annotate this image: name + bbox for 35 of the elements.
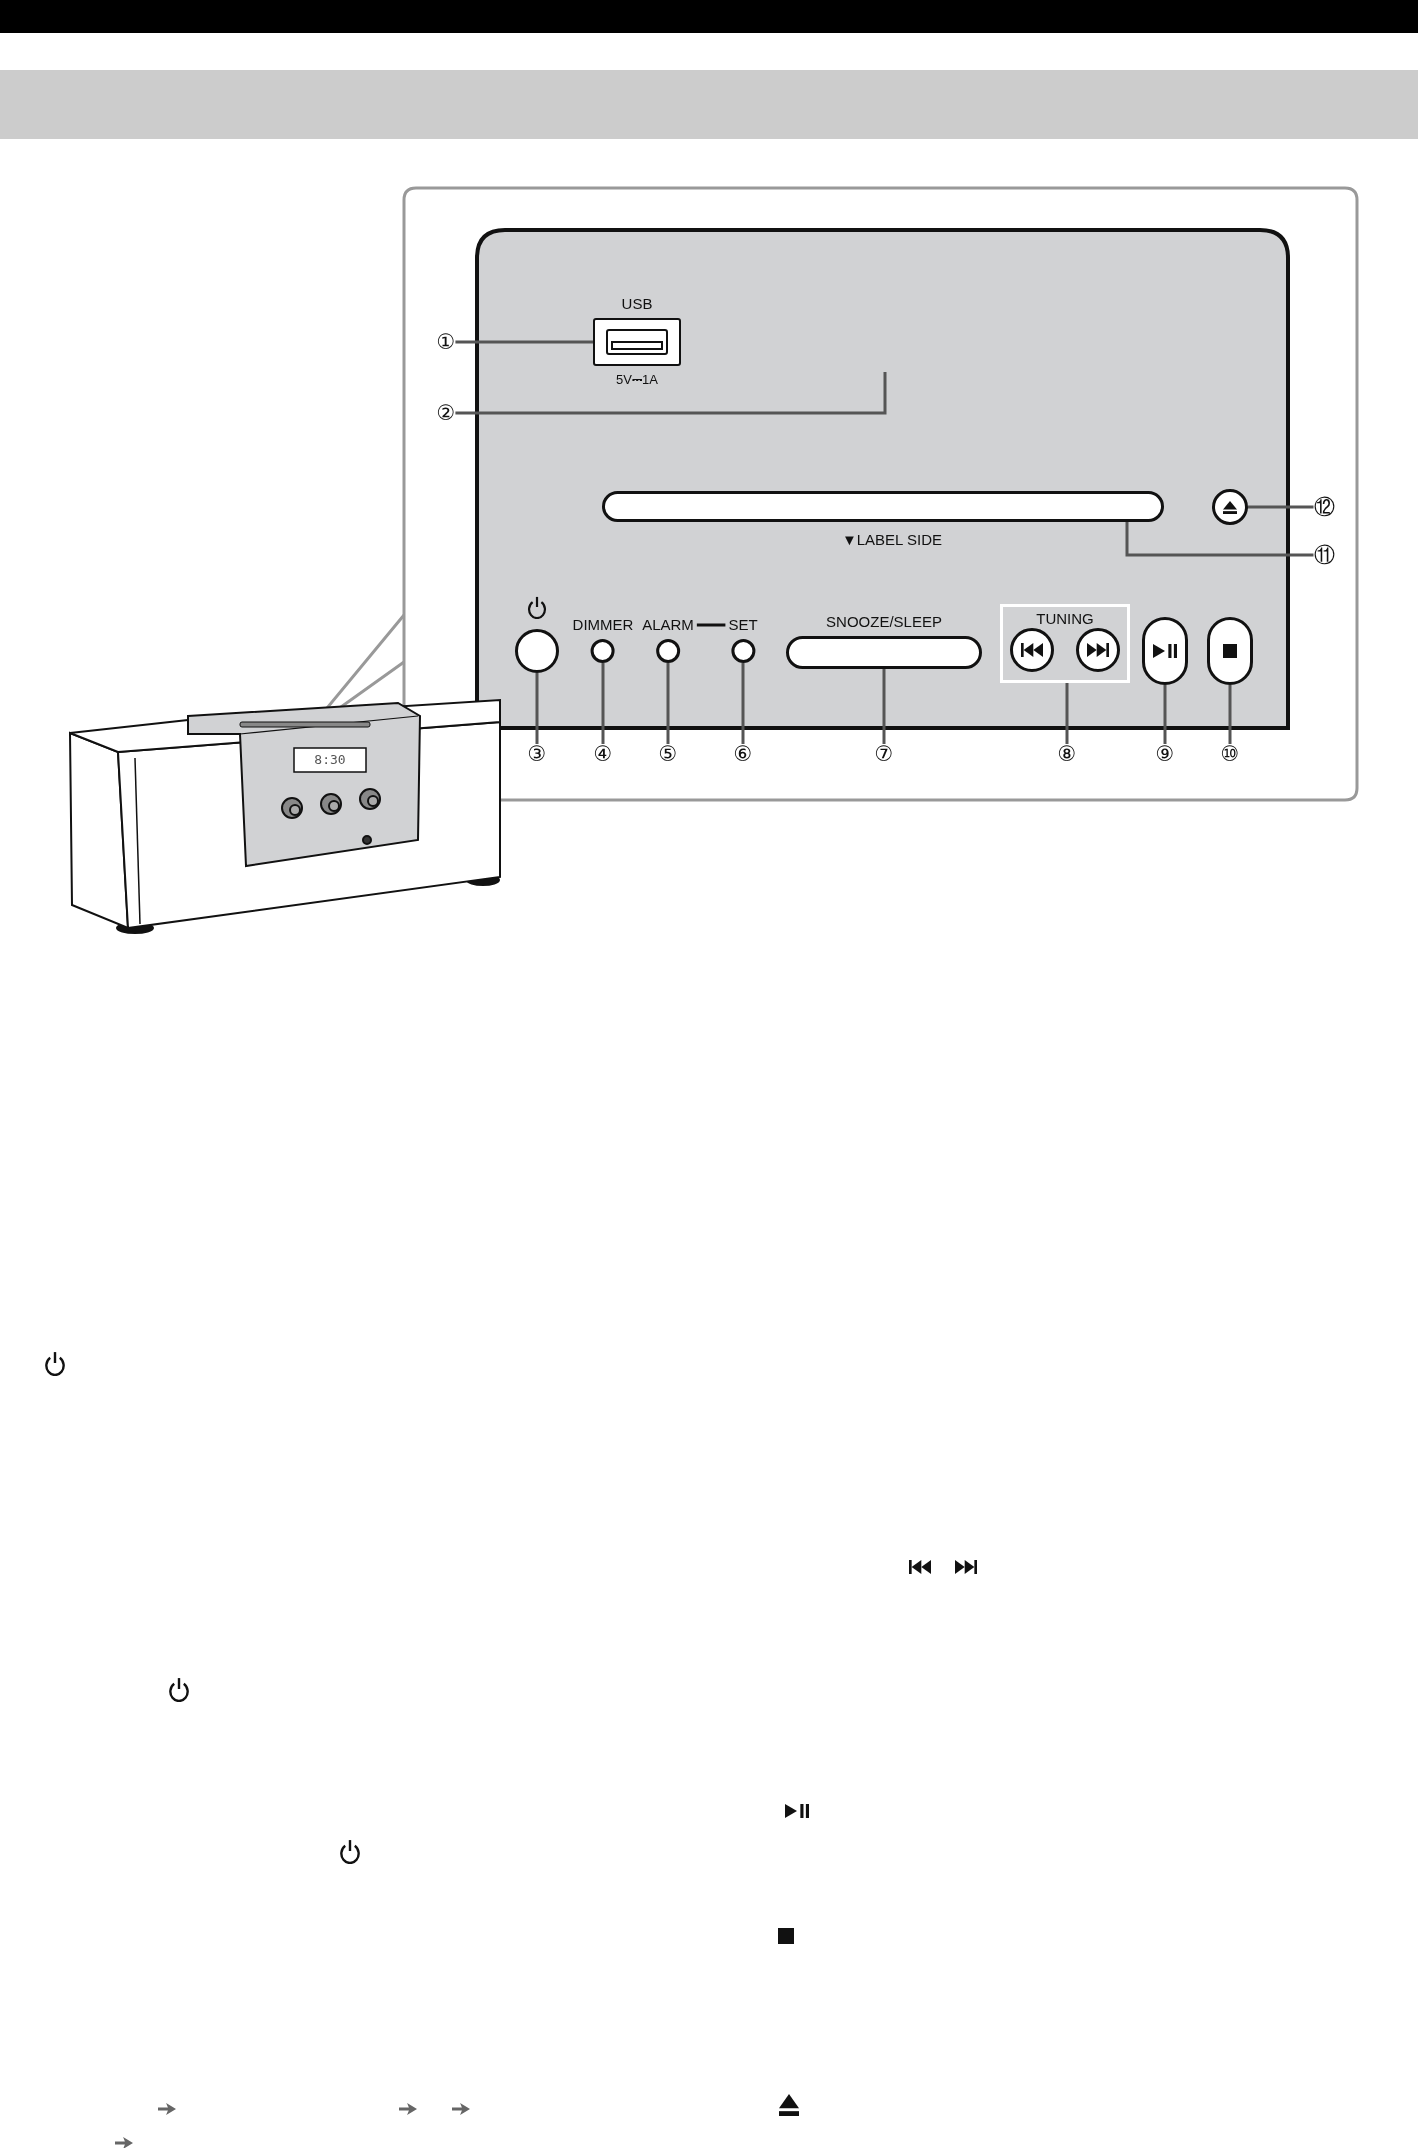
button-label: DIMMER	[572, 615, 634, 635]
callout-number: ⑦	[874, 742, 894, 766]
leader-line	[1248, 505, 1314, 509]
button-label: USB	[621, 294, 653, 314]
display-readout: 8:30	[314, 751, 346, 769]
callout-number: ⑩	[1220, 742, 1240, 766]
leader-line	[666, 663, 670, 744]
leader-line	[455, 340, 593, 344]
button-label: SET	[728, 615, 758, 635]
leader-line	[601, 663, 605, 744]
rating-label: 5V⎓1A	[616, 371, 658, 389]
leader-line	[535, 673, 539, 744]
callout-number: ⑥	[733, 742, 753, 766]
callout-number: ⑤	[658, 742, 678, 766]
slot-label: ▼LABEL SIDE	[841, 530, 943, 550]
button-group-frame	[1000, 604, 1130, 683]
leader-line	[882, 669, 886, 744]
leader-line	[455, 372, 887, 415]
leader-line	[741, 663, 745, 744]
callout-number: ④	[593, 742, 613, 766]
leader-line	[1228, 685, 1232, 744]
leader-line	[1163, 685, 1167, 744]
callout-number: ⑪	[1313, 543, 1335, 567]
leader-line	[1125, 522, 1314, 557]
connector-line	[696, 623, 726, 627]
callout-number: ⑧	[1057, 742, 1077, 766]
button-label: SNOOZE/SLEEP	[826, 612, 942, 632]
leader-line	[1065, 683, 1069, 744]
callout-number: ②	[436, 401, 456, 425]
group-label: TUNING	[1035, 609, 1095, 629]
callout-number: ⑨	[1155, 742, 1175, 766]
callout-number: ①	[436, 330, 456, 354]
button-label: ALARM	[642, 615, 694, 635]
callout-number: ③	[527, 742, 547, 766]
callout-number: ⑫	[1313, 495, 1335, 519]
